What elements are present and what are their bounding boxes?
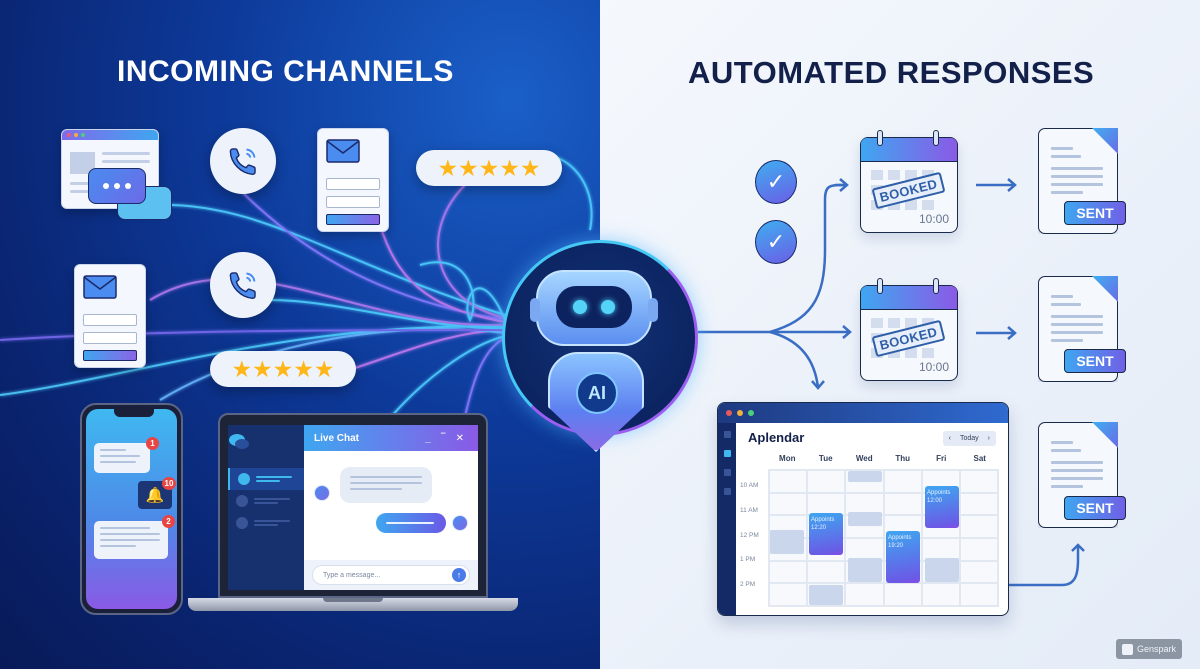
envelope-icon: [83, 275, 117, 299]
chat-messages: [304, 451, 478, 560]
email-form-channel-top: [317, 128, 389, 232]
live-chat-header: Live Chat _ ‾ ✕: [304, 425, 478, 451]
calendar-day-headers: Mon Tue Wed Thu Fri Sat: [779, 454, 986, 463]
robot-head-icon: [530, 270, 658, 346]
today-button[interactable]: Today: [959, 435, 979, 442]
sent-badge: SENT: [1064, 201, 1126, 225]
booked-calendar-icon: BOOKED 10:00: [860, 278, 958, 381]
chat-bubbles-icon: [88, 168, 146, 204]
window-controls[interactable]: _ ‾ ✕: [425, 432, 468, 444]
booked-calendar-icon: BOOKED 10:00: [860, 130, 958, 233]
chat-bubbles-icon: [229, 434, 249, 449]
appointment-block[interactable]: Appoints 19:20: [886, 531, 920, 583]
send-button[interactable]: ↑: [452, 568, 466, 582]
laptop-base: [188, 598, 518, 611]
rating-channel-top: ★★★★★: [416, 150, 562, 186]
sparkle-icon: [1121, 643, 1133, 655]
calendar-nav: ‹ Today ›: [942, 431, 996, 446]
sent-badge: SENT: [1064, 349, 1126, 373]
sent-badge: SENT: [1064, 496, 1126, 520]
mobile-phone: 1 🔔 10 2: [80, 403, 183, 615]
hour-label: 12 PM: [740, 532, 759, 539]
calendar-app-title: Aplendar: [748, 430, 805, 445]
appointment-block[interactable]: Appoints 12:20: [809, 513, 843, 555]
incoming-channels-title: INCOMING CHANNELS: [117, 55, 454, 88]
notification-badge: 1: [146, 437, 159, 450]
sms-message: [94, 443, 150, 473]
live-chat-title: Live Chat: [314, 432, 360, 444]
genspark-watermark: Genspark: [1115, 639, 1182, 659]
phone-icon: [229, 148, 256, 176]
hour-label: 2 PM: [740, 581, 756, 588]
automated-responses-title: AUTOMATED RESPONSES: [688, 55, 1095, 90]
outgoing-message: [376, 513, 446, 533]
phone-call-channel-top: [210, 128, 276, 194]
chat-sidebar: [228, 425, 304, 590]
laptop-live-chat: Live Chat _ ‾ ✕ Type a message... ↑: [218, 413, 488, 598]
sms-message: [94, 521, 168, 559]
avatar: [452, 515, 468, 531]
notification-badge: 10: [162, 477, 176, 490]
message-input[interactable]: Type a message... ↑: [312, 565, 470, 585]
conversation-item[interactable]: [228, 512, 304, 534]
check-icon: ✓: [755, 160, 797, 204]
incoming-message: [340, 467, 432, 503]
hour-label: 1 PM: [740, 556, 756, 563]
phone-icon: [229, 272, 256, 300]
booking-time: 10:00: [918, 212, 949, 226]
phone-call-channel-mid: [210, 252, 276, 318]
hour-label: 11 AM: [740, 507, 758, 514]
notification-badge: 2: [162, 515, 175, 528]
envelope-icon: [326, 139, 360, 163]
avatar: [314, 485, 330, 501]
five-star-icon: ★★★★★: [231, 355, 335, 382]
conversation-item[interactable]: [228, 490, 304, 512]
calendar-sidebar: [718, 423, 736, 615]
booking-time: 10:00: [918, 360, 949, 374]
appointment-block[interactable]: Appoints 12:00: [925, 486, 959, 528]
check-icon: ✓: [755, 220, 797, 264]
email-form-channel-left: [74, 264, 146, 368]
five-star-icon: ★★★★★: [437, 154, 541, 181]
rating-channel-mid: ★★★★★: [210, 351, 356, 387]
next-button[interactable]: ›: [987, 435, 990, 442]
hour-label: 10 AM: [740, 482, 759, 489]
calendar-app-window: Aplendar ‹ Today › Mon Tue Wed Thu Fri S…: [717, 402, 1009, 616]
ai-badge: AI: [576, 372, 618, 414]
conversation-item[interactable]: [228, 468, 304, 490]
prev-button[interactable]: ‹: [948, 435, 951, 442]
